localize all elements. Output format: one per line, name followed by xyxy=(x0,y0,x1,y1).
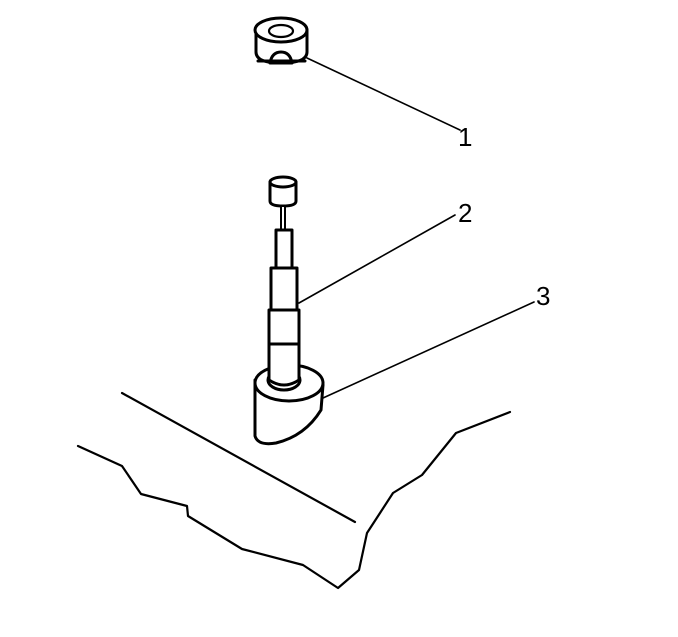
callout-3: 3 xyxy=(536,281,551,311)
callout-1: 1 xyxy=(458,122,473,152)
leader-line-3 xyxy=(322,301,535,399)
part-3-base-adapter xyxy=(253,342,325,446)
leader-line-1 xyxy=(306,57,461,131)
mounting-surface xyxy=(76,391,512,590)
callout-2: 2 xyxy=(458,198,473,228)
part-1-cap-nut xyxy=(253,16,309,65)
leader-line-2 xyxy=(298,214,456,304)
part-2-rod-tool xyxy=(267,175,301,372)
